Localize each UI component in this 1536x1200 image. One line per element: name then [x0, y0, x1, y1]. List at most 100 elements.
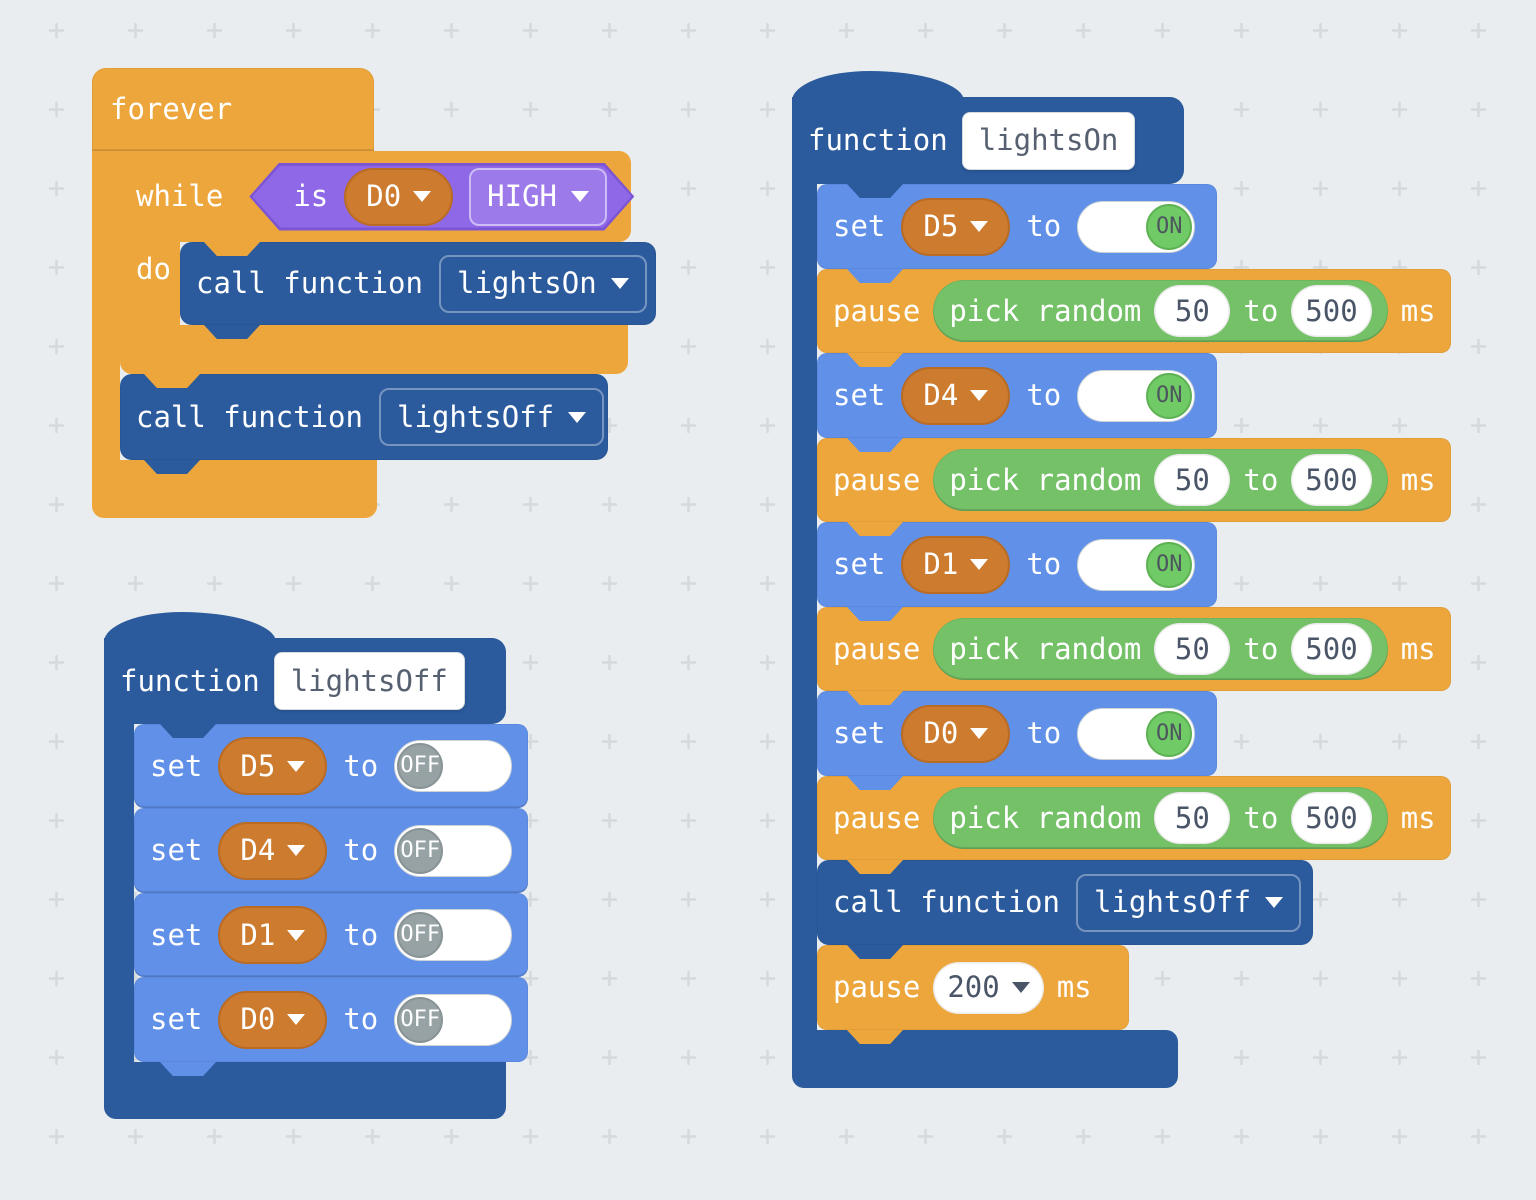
on-off-toggle[interactable]: OFF: [394, 824, 513, 877]
pause-block[interactable]: pause pick random 50 to 500 ms: [817, 269, 1451, 353]
set-pin-block[interactable]: set D0 to ON: [817, 691, 1217, 776]
set-pin-block[interactable]: set D0 to OFF: [134, 977, 528, 1062]
call-function-block[interactable]: call function lightsOff: [817, 860, 1313, 945]
pause-block[interactable]: pause 200 ms: [817, 945, 1129, 1030]
min-value-field[interactable]: 50: [1154, 454, 1231, 506]
call-function-label: call function: [196, 266, 423, 300]
on-off-toggle[interactable]: ON: [1077, 200, 1196, 253]
duration-dropdown[interactable]: 200: [933, 961, 1044, 1014]
on-off-toggle[interactable]: OFF: [394, 740, 513, 792]
function-name-dropdown[interactable]: lightsOn: [438, 254, 647, 313]
set-pin-block[interactable]: set D1 to ON: [817, 522, 1217, 607]
call-function-block[interactable]: call function lightsOn: [180, 242, 656, 325]
pin-dropdown[interactable]: D1: [218, 906, 328, 964]
call-function-block[interactable]: call function lightsOff: [120, 374, 608, 460]
pick-random-block[interactable]: pick random 50 to 500: [933, 618, 1388, 680]
dropdown-arrow-icon: [413, 191, 432, 202]
set-label: set: [833, 716, 886, 750]
forever-block[interactable]: forever: [92, 68, 374, 151]
toggle-knob-off: OFF: [397, 827, 444, 874]
function-name-text: lightsOn: [978, 123, 1119, 157]
on-off-toggle[interactable]: OFF: [394, 993, 513, 1046]
pick-random-block[interactable]: pick random 50 to 500: [933, 787, 1388, 849]
connector-tab: [160, 1062, 216, 1076]
while-block[interactable]: while is D0 HIGH: [120, 151, 631, 242]
dropdown-arrow-icon: [610, 278, 629, 289]
toggle-knob-off: OFF: [397, 743, 444, 789]
function-name-field[interactable]: lightsOn: [961, 111, 1136, 170]
to-label: to: [1243, 462, 1279, 497]
set-pin-block[interactable]: set D5 to ON: [817, 184, 1217, 269]
pin-dropdown[interactable]: D4: [901, 366, 1011, 425]
set-label: set: [150, 833, 203, 867]
pause-block[interactable]: pause pick random 50 to 500 ms: [817, 607, 1451, 691]
toggle-knob-off: OFF: [397, 996, 444, 1043]
pin-value: D4: [923, 378, 959, 412]
forever-label: forever: [110, 92, 233, 126]
function-name-value: lightsOn: [456, 266, 597, 300]
max-value-field[interactable]: 500: [1291, 454, 1372, 506]
connector-tab: [144, 460, 200, 474]
dropdown-arrow-icon: [970, 728, 989, 739]
on-off-toggle[interactable]: ON: [1077, 538, 1196, 591]
pin-dropdown[interactable]: D4: [218, 821, 328, 880]
dropdown-arrow-icon: [287, 760, 306, 772]
max-value-field[interactable]: 500: [1291, 285, 1372, 337]
function-spine: [792, 184, 817, 1030]
function-name-dropdown[interactable]: lightsOff: [378, 388, 605, 446]
pause-block[interactable]: pause pick random 50 to 500 ms: [817, 776, 1451, 860]
pin-dropdown[interactable]: D0: [901, 704, 1011, 763]
max-value-field[interactable]: 500: [1291, 623, 1372, 675]
set-pin-block[interactable]: set D1 to OFF: [134, 893, 528, 977]
pick-random-block[interactable]: pick random 50 to 500: [933, 280, 1388, 342]
pin-dropdown[interactable]: D5: [218, 737, 328, 795]
function-name-value: lightsOff: [1093, 885, 1252, 919]
pause-block[interactable]: pause pick random 50 to 500 ms: [817, 438, 1451, 522]
dropdown-arrow-icon: [287, 1014, 306, 1025]
do-label: do: [136, 252, 171, 286]
pause-label: pause: [833, 293, 921, 328]
min-value-field[interactable]: 50: [1154, 285, 1231, 337]
to-label: to: [1026, 547, 1062, 581]
pick-random-block[interactable]: pick random 50 to 500: [933, 449, 1388, 511]
pin-dropdown[interactable]: D5: [901, 197, 1011, 256]
connector-tab: [847, 691, 903, 705]
level-dropdown[interactable]: HIGH: [469, 167, 607, 226]
pin-dropdown[interactable]: D0: [218, 990, 328, 1049]
set-pin-block[interactable]: set D4 to ON: [817, 353, 1217, 438]
function-spine: [104, 724, 134, 1062]
function-definition-block[interactable]: function lightsOn: [792, 97, 1184, 184]
connector-tab: [144, 374, 200, 388]
pin-value: D1: [923, 547, 959, 581]
connector-tab: [847, 269, 903, 283]
while-label: while: [136, 179, 224, 213]
set-pin-block[interactable]: set D5 to OFF: [134, 724, 528, 808]
forever-spine: [92, 151, 120, 460]
connector-tab: [204, 325, 260, 339]
pin-dropdown[interactable]: D1: [901, 535, 1011, 594]
condition-hexagon[interactable]: is D0 HIGH: [249, 163, 634, 231]
pause-label: pause: [833, 631, 921, 666]
ms-label: ms: [1400, 462, 1436, 497]
function-name-value: lightsOff: [396, 399, 555, 434]
dropdown-arrow-icon: [970, 221, 989, 232]
function-name-dropdown[interactable]: lightsOff: [1075, 873, 1302, 932]
to-label: to: [343, 917, 379, 952]
min-value-field[interactable]: 50: [1154, 623, 1231, 675]
function-name-field[interactable]: lightsOff: [273, 652, 465, 710]
set-pin-block[interactable]: set D4 to OFF: [134, 808, 528, 893]
min-value-field[interactable]: 50: [1154, 792, 1231, 844]
connector-tab: [204, 242, 260, 256]
set-label: set: [150, 748, 203, 783]
to-label: to: [1243, 293, 1279, 328]
on-off-toggle[interactable]: ON: [1077, 369, 1196, 422]
on-off-toggle[interactable]: ON: [1077, 707, 1196, 760]
function-keyword: function: [808, 123, 948, 157]
pin-value: D4: [240, 833, 276, 867]
pause-label: pause: [833, 970, 921, 1004]
pin-dropdown[interactable]: D0: [344, 167, 454, 226]
on-off-toggle[interactable]: OFF: [394, 909, 513, 961]
function-definition-block[interactable]: function lightsOff: [104, 638, 506, 724]
max-value-field[interactable]: 500: [1291, 792, 1372, 844]
